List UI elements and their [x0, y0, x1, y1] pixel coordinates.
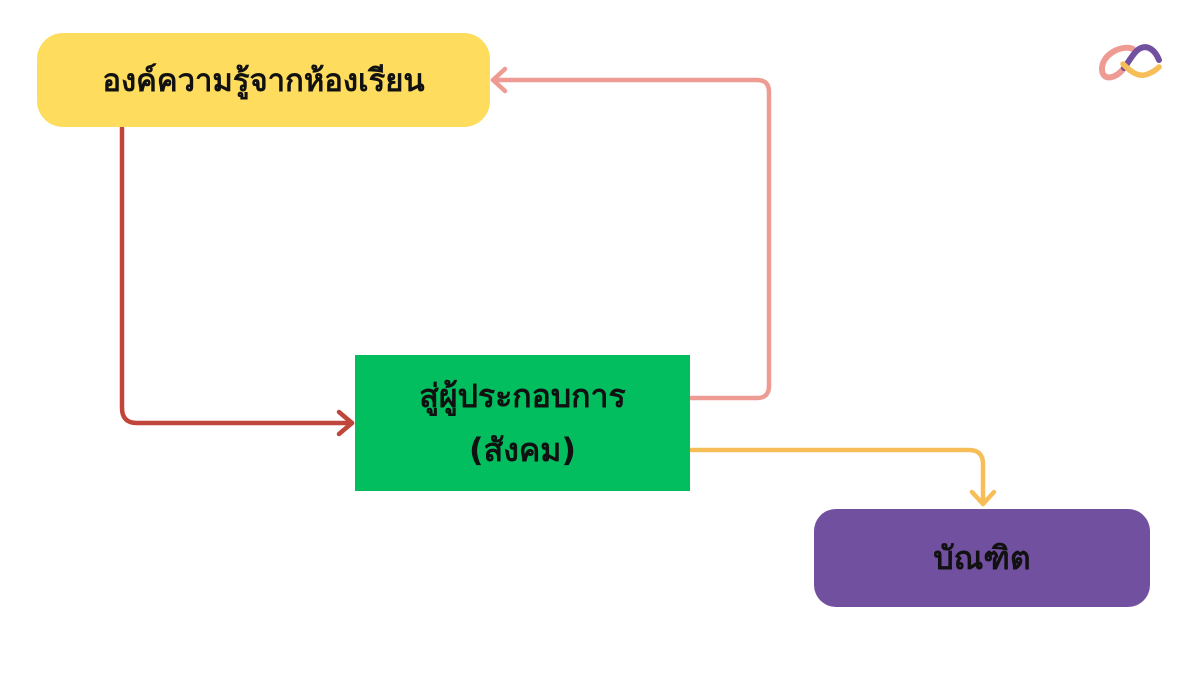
- arrow-operator-to-knowledge: [490, 77, 772, 401]
- node-operator-label-line1: สู่ผู้ประกอบการ: [419, 377, 626, 415]
- node-graduate: บัณฑิต: [814, 509, 1150, 607]
- node-operator: สู่ผู้ประกอบการ (สังคม): [355, 355, 690, 491]
- arrow-operator-to-graduate: [688, 447, 986, 507]
- arrowhead-graduate: [969, 489, 997, 507]
- arrowhead-knowledge: [490, 66, 508, 94]
- arrow-knowledge-to-operator: [119, 125, 355, 426]
- node-operator-label-line2: (สังคม): [469, 431, 576, 469]
- node-knowledge: องค์ความรู้จากห้องเรียน: [37, 33, 490, 127]
- node-graduate-label: บัณฑิต: [933, 538, 1031, 577]
- arrowhead-operator: [336, 409, 355, 437]
- alpha-logo-icon: [1099, 44, 1162, 81]
- node-knowledge-label: องค์ความรู้จากห้องเรียน: [102, 63, 425, 99]
